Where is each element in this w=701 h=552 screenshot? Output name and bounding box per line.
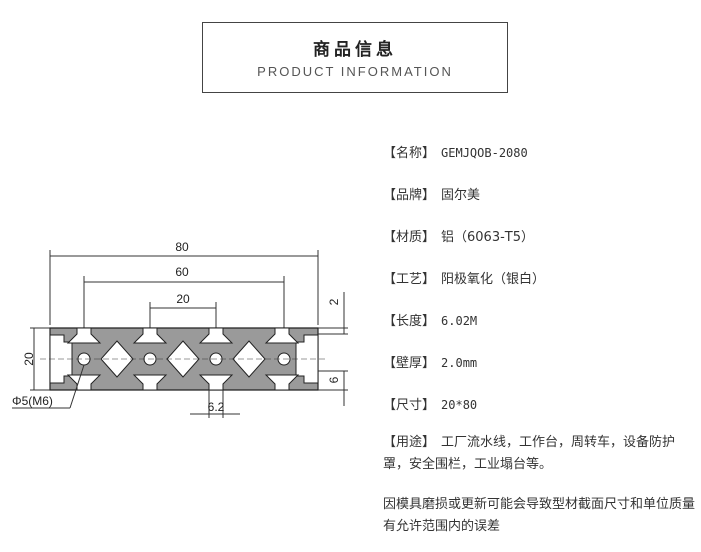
dim-20-height: 20: [22, 352, 36, 366]
dim-60: 60: [175, 265, 189, 279]
spec-wall-thickness: 【壁厚】 2.0mm: [383, 352, 477, 371]
dim-2: 2: [327, 298, 341, 305]
dim-80: 80: [175, 240, 189, 254]
section-subtitle: PRODUCT INFORMATION: [257, 64, 453, 79]
spec-usage: 【用途】工厂流水线，工作台，周转车，设备防护罩，安全围栏，工业塌台等。: [383, 432, 695, 476]
spec-value: 20*80: [441, 398, 478, 412]
profile-drawing: 80 60 20: [12, 240, 348, 418]
dim-hole: Φ5(M6): [12, 394, 53, 408]
spec-label: 【品牌】: [383, 188, 436, 203]
spec-material: 【材质】铝（6063-T5）: [383, 226, 534, 245]
section-title: 商品信息: [313, 40, 397, 60]
spec-value: 固尔美: [441, 188, 481, 203]
dim-6: 6: [327, 376, 341, 383]
dim-20-top: 20: [176, 292, 190, 306]
spec-label: 【材质】: [383, 230, 436, 245]
section-header: 商品信息 PRODUCT INFORMATION: [202, 22, 508, 93]
spec-value: 铝（6063-T5）: [441, 230, 535, 245]
spec-label: 【尺寸】: [383, 398, 436, 413]
spec-label: 【用途】: [383, 435, 436, 450]
dim-6-2: 6.2: [208, 400, 225, 414]
spec-size: 【尺寸】 20*80: [383, 394, 477, 413]
spec-value: GEMJQOB-2080: [441, 146, 528, 160]
spec-value: 6.02M: [441, 314, 478, 328]
spec-value: 工厂流水线，工作台，周转车，设备防护罩，安全围栏，工业塌台等。: [383, 435, 676, 472]
spec-name: 【名称】 GEMJQOB-2080: [383, 142, 528, 161]
spec-process: 【工艺】阳极氧化（银白）: [383, 268, 545, 287]
spec-brand: 【品牌】固尔美: [383, 184, 480, 203]
spec-label: 【壁厚】: [383, 356, 436, 371]
spec-value: 阳极氧化（银白）: [441, 272, 546, 287]
disclaimer-note: 因模具磨损或更新可能会导致型材截面尺寸和单位质量有允许范围内的误差: [383, 497, 696, 534]
spec-label: 【名称】: [383, 146, 436, 161]
spec-length: 【长度】 6.02M: [383, 310, 477, 329]
spec-value: 2.0mm: [441, 356, 478, 370]
spec-label: 【工艺】: [383, 272, 436, 287]
spec-label: 【长度】: [383, 314, 436, 329]
